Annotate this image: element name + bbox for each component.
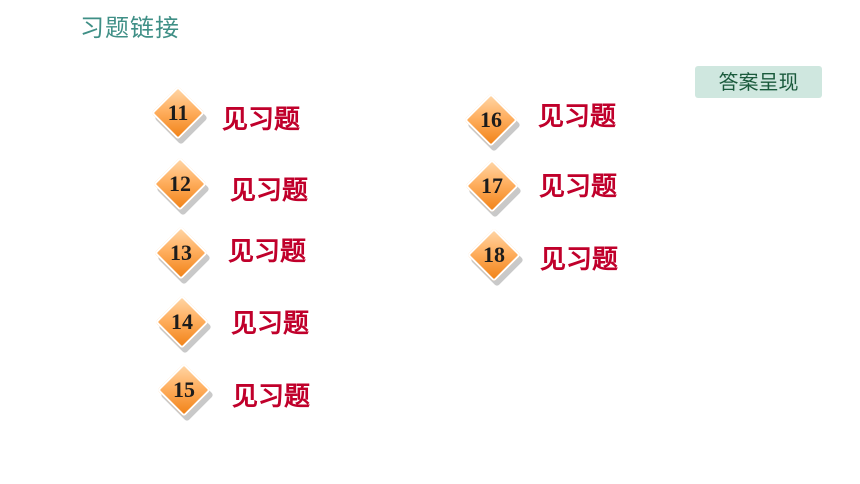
exercise-label: 见习题	[538, 102, 617, 132]
diamond-badge: 11	[150, 85, 208, 145]
exercise-number: 15	[173, 377, 195, 402]
exercise-label: 见习题	[228, 237, 307, 267]
diamond-badge: 16	[463, 92, 521, 152]
exercise-link-16[interactable]: 16 见习题	[463, 92, 663, 152]
exercise-link-17[interactable]: 17 见习题	[464, 158, 664, 218]
exercise-number: 13	[170, 240, 192, 265]
diamond-badge: 15	[156, 362, 214, 422]
exercise-link-13[interactable]: 13 见习题	[153, 225, 353, 285]
exercise-link-12[interactable]: 12 见习题	[152, 156, 352, 216]
page-title: 习题链接	[80, 14, 180, 42]
exercise-label: 见习题	[540, 245, 619, 275]
exercise-label: 见习题	[222, 105, 301, 135]
exercise-link-11[interactable]: 11 见习题	[150, 85, 350, 145]
exercise-number: 18	[483, 242, 505, 267]
diamond-badge: 18	[466, 227, 524, 287]
exercise-label: 见习题	[230, 176, 309, 206]
exercise-number: 16	[480, 107, 502, 132]
exercise-link-15[interactable]: 15 见习题	[156, 362, 356, 422]
exercise-link-14[interactable]: 14 见习题	[154, 294, 354, 354]
exercise-label: 见习题	[231, 309, 310, 339]
diamond-badge: 12	[152, 156, 210, 216]
show-answers-button[interactable]: 答案呈现	[695, 66, 822, 98]
exercise-number: 11	[167, 100, 189, 125]
diamond-badge: 13	[153, 225, 211, 285]
diamond-badge: 17	[464, 158, 522, 218]
exercise-label: 见习题	[232, 382, 311, 412]
diamond-badge: 14	[154, 294, 212, 354]
exercise-label: 见习题	[539, 172, 618, 202]
exercise-number: 14	[171, 309, 193, 334]
exercise-number: 12	[169, 171, 191, 196]
exercise-number: 17	[481, 173, 503, 198]
exercise-link-18[interactable]: 18 见习题	[466, 227, 666, 287]
